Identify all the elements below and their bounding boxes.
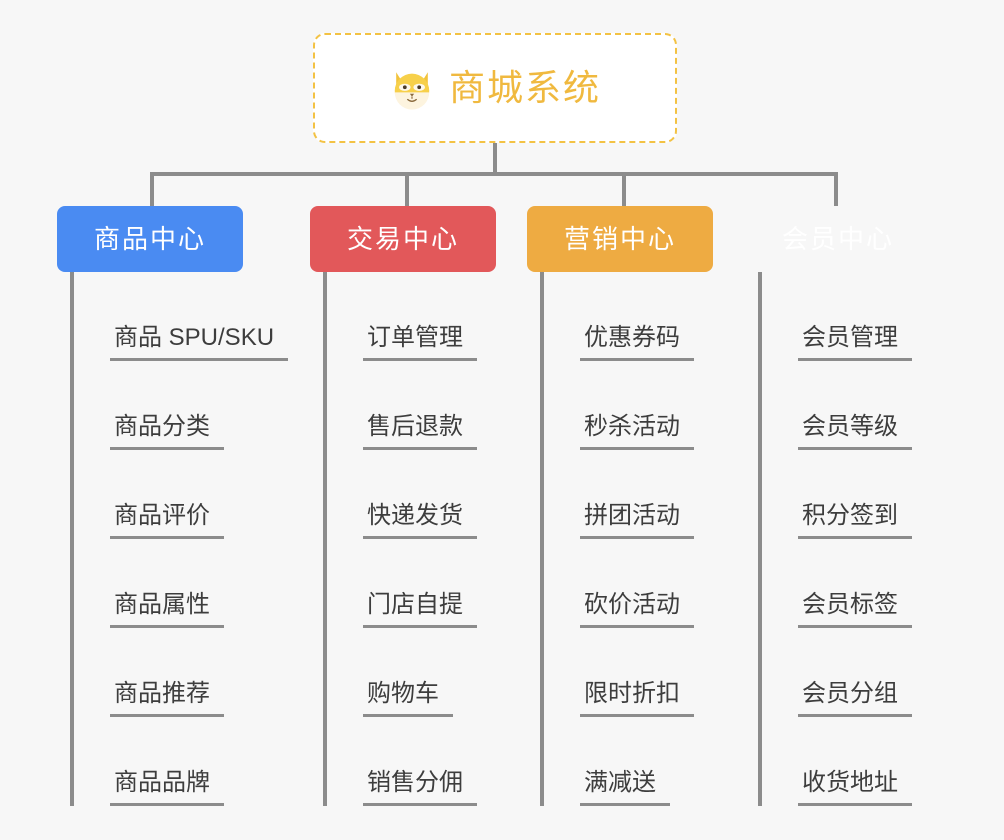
- leaf-label: 会员等级: [798, 413, 912, 450]
- leaf-list-marketing-center: 优惠券码 秒杀活动 拼团活动 砍价活动 限时折扣 满减送: [540, 272, 749, 806]
- leaf-label: 商品品牌: [110, 769, 224, 806]
- leaf-item[interactable]: 商品推荐: [74, 628, 297, 717]
- leaf-label: 商品评价: [110, 502, 224, 539]
- connector-drop-2: [405, 172, 409, 206]
- leaf-list-transaction-center: 订单管理 售后退款 快递发货 门店自提 购物车 销售分佣: [323, 272, 532, 806]
- column-transaction-center: 交易中心 订单管理 售后退款 快递发货 门店自提 购物车 销售分佣: [310, 206, 532, 806]
- connector-drop-4: [834, 172, 838, 206]
- leaf-item[interactable]: 限时折扣: [544, 628, 749, 717]
- category-header-marketing-center[interactable]: 营销中心: [527, 206, 713, 272]
- leaf-item[interactable]: 快递发货: [327, 450, 532, 539]
- leaf-item[interactable]: 商品品牌: [74, 717, 297, 806]
- leaf-label: 优惠券码: [580, 324, 694, 361]
- leaf-label: 购物车: [363, 680, 453, 717]
- root-title: 商城系统: [448, 67, 601, 108]
- category-header-transaction-center[interactable]: 交易中心: [310, 206, 496, 272]
- leaf-item[interactable]: 砍价活动: [544, 539, 749, 628]
- connector-drop-1: [150, 172, 154, 206]
- leaf-label: 快递发货: [363, 502, 477, 539]
- leaf-item[interactable]: 会员管理: [762, 272, 967, 361]
- leaf-item[interactable]: 满减送: [544, 717, 749, 806]
- leaf-item[interactable]: 秒杀活动: [544, 361, 749, 450]
- leaf-item[interactable]: 会员分组: [762, 628, 967, 717]
- leaf-label: 秒杀活动: [580, 413, 694, 450]
- leaf-label: 商品 SPU/SKU: [110, 324, 289, 361]
- leaf-list-product-center: 商品 SPU/SKU 商品分类 商品评价 商品属性 商品推荐 商品品牌: [70, 272, 297, 806]
- leaf-item[interactable]: 会员标签: [762, 539, 967, 628]
- shiba-dog-icon: [389, 65, 435, 111]
- leaf-label: 会员标签: [798, 591, 912, 628]
- leaf-label: 订单管理: [363, 324, 477, 361]
- root-node-shopping-mall-system[interactable]: 商城系统: [313, 33, 677, 143]
- leaf-label: 积分签到: [798, 502, 912, 539]
- leaf-item[interactable]: 收货地址: [762, 717, 967, 806]
- leaf-label: 拼团活动: [580, 502, 694, 539]
- leaf-label: 限时折扣: [580, 680, 694, 717]
- leaf-item[interactable]: 售后退款: [327, 361, 532, 450]
- category-header-product-center[interactable]: 商品中心: [57, 206, 243, 272]
- leaf-item[interactable]: 商品分类: [74, 361, 297, 450]
- connector-horizontal-bus: [150, 172, 838, 176]
- leaf-list-member-center: 会员管理 会员等级 积分签到 会员标签 会员分组 收货地址: [758, 272, 967, 806]
- connector-drop-3: [622, 172, 626, 206]
- leaf-label: 会员分组: [798, 680, 912, 717]
- leaf-item[interactable]: 拼团活动: [544, 450, 749, 539]
- leaf-label: 收货地址: [798, 769, 912, 806]
- column-member-center: 会员中心 会员管理 会员等级 积分签到 会员标签 会员分组 收货地址: [745, 206, 967, 806]
- leaf-label: 会员管理: [798, 324, 912, 361]
- leaf-label: 商品属性: [110, 591, 224, 628]
- column-marketing-center: 营销中心 优惠券码 秒杀活动 拼团活动 砍价活动 限时折扣 满减送: [527, 206, 749, 806]
- leaf-label: 砍价活动: [580, 591, 694, 628]
- leaf-label: 商品推荐: [110, 680, 224, 717]
- leaf-item[interactable]: 优惠券码: [544, 272, 749, 361]
- column-product-center: 商品中心 商品 SPU/SKU 商品分类 商品评价 商品属性 商品推荐 商品品牌: [57, 206, 297, 806]
- leaf-item[interactable]: 销售分佣: [327, 717, 532, 806]
- leaf-item[interactable]: 订单管理: [327, 272, 532, 361]
- category-header-member-center[interactable]: 会员中心: [781, 224, 894, 254]
- leaf-label: 销售分佣: [363, 769, 477, 806]
- leaf-item[interactable]: 商品 SPU/SKU: [74, 272, 297, 361]
- leaf-item[interactable]: 商品属性: [74, 539, 297, 628]
- leaf-item[interactable]: 会员等级: [762, 361, 967, 450]
- connector-root-stem: [493, 143, 497, 175]
- leaf-item[interactable]: 商品评价: [74, 450, 297, 539]
- leaf-item[interactable]: 积分签到: [762, 450, 967, 539]
- leaf-label: 满减送: [580, 769, 670, 806]
- leaf-label: 商品分类: [110, 413, 224, 450]
- leaf-item[interactable]: 门店自提: [327, 539, 532, 628]
- leaf-label: 售后退款: [363, 413, 477, 450]
- leaf-item[interactable]: 购物车: [327, 628, 532, 717]
- leaf-label: 门店自提: [363, 591, 477, 628]
